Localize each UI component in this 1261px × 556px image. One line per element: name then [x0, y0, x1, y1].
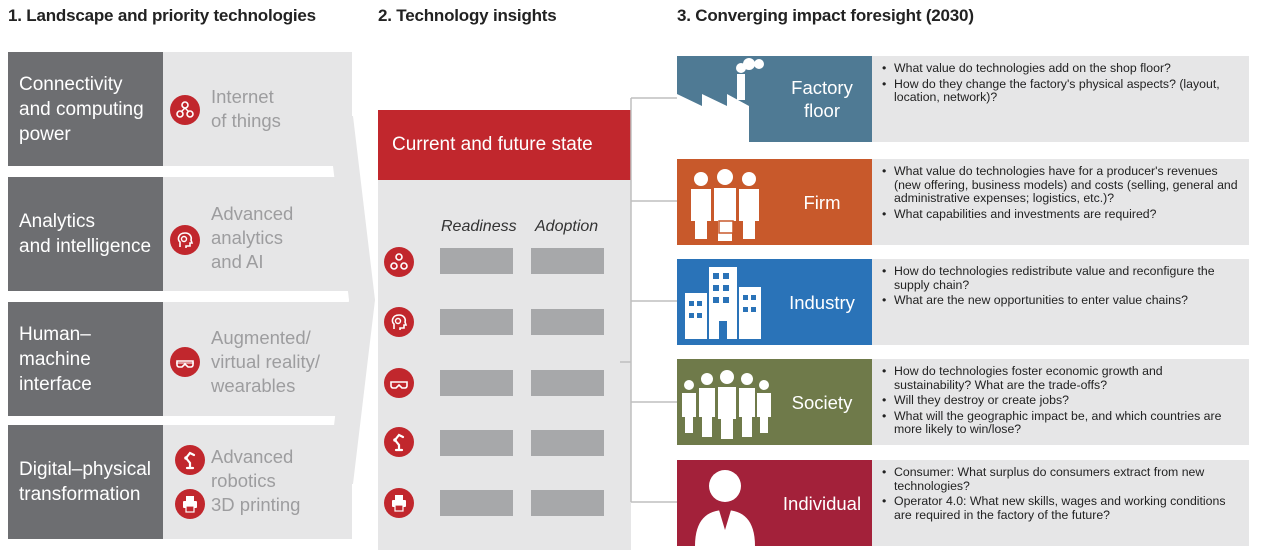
- landscape-row-analytics: Analytics and intelligence Advanced anal…: [8, 177, 352, 291]
- impact-row-factory-floor: Factory floor What value do technologies…: [677, 56, 1249, 142]
- business-people-icon: [677, 159, 872, 245]
- impact-row-firm: Firm What value do technologies have for…: [677, 159, 1249, 245]
- factory-icon: [677, 56, 872, 142]
- technology-label: Internet of things: [211, 86, 281, 131]
- impact-row-society: Society How do technologies foster econo…: [677, 359, 1249, 445]
- category-label: Connectivity and computing power: [8, 52, 163, 166]
- heading-insights: 2. Technology insights: [378, 6, 557, 25]
- crowd-icon: [677, 359, 872, 445]
- insights-panel: [378, 180, 631, 550]
- iot-icon: [170, 95, 200, 125]
- category-label: Analytics and intelligence: [8, 177, 163, 291]
- impact-label: Factory floor: [791, 77, 853, 121]
- readiness-bar: [440, 370, 513, 396]
- impact-label: Firm: [803, 191, 841, 213]
- impact-questions: How do technologies foster economic grow…: [872, 359, 1249, 445]
- technology-label: Advanced analytics and AI: [211, 203, 294, 272]
- impact-row-industry: Industry How do technologies redistribut…: [677, 259, 1249, 345]
- question-item: What value do technologies add on the sh…: [882, 61, 1241, 76]
- question-item: How do they change the factory's physica…: [882, 77, 1241, 105]
- question-item: What will the geographic impact be, and …: [882, 409, 1241, 437]
- heading-landscape: 1. Landscape and priority technologies: [8, 6, 316, 25]
- robot-arm-icon: [384, 427, 414, 457]
- ai-head-icon: [170, 225, 200, 255]
- heading-impact: 3. Converging impact foresight (2030): [677, 6, 974, 25]
- impact-questions: What value do technologies add on the sh…: [872, 56, 1249, 142]
- iot-icon: [384, 247, 414, 277]
- question-item: Operator 4.0: What new skills, wages and…: [882, 494, 1241, 522]
- adoption-header: Adoption: [535, 218, 599, 235]
- readiness-bar: [440, 309, 513, 335]
- question-item: Consumer: What surplus do consumers extr…: [882, 465, 1241, 493]
- question-item: How do technologies redistribute value a…: [882, 264, 1241, 292]
- question-item: How do technologies foster economic grow…: [882, 364, 1241, 392]
- category-label: Human– machine interface: [8, 302, 163, 416]
- insights-title: Current and future state: [378, 110, 631, 180]
- technology-box: [163, 425, 352, 539]
- category-label: Digital–physical transformation: [8, 425, 163, 539]
- connector-tree: [620, 97, 677, 503]
- impact-label: Society: [791, 391, 853, 413]
- readiness-header: Readiness: [441, 218, 517, 235]
- chevron-arrow: [327, 116, 375, 484]
- vr-glasses-icon: [384, 368, 414, 398]
- adoption-bar: [531, 430, 604, 456]
- adoption-bar: [531, 370, 604, 396]
- landscape-row-hmi: Human– machine interface Augmented/ virt…: [8, 302, 352, 416]
- printer-icon: [384, 488, 414, 518]
- printer-icon: [175, 489, 205, 519]
- adoption-bar: [531, 309, 604, 335]
- person-icon: [677, 460, 872, 546]
- readiness-bar: [440, 248, 513, 274]
- impact-questions: What value do technologies have for a pr…: [872, 159, 1249, 245]
- impact-row-individual: Individual Consumer: What surplus do con…: [677, 460, 1249, 546]
- question-item: What value do technologies have for a pr…: [882, 164, 1241, 206]
- technology-label: Advanced robotics 3D printing: [211, 446, 301, 515]
- landscape-row-digital-physical: Digital–physical transformation Advanced…: [8, 425, 352, 539]
- buildings-icon: [677, 259, 872, 345]
- readiness-bar: [440, 430, 513, 456]
- robot-arm-icon: [175, 445, 205, 475]
- question-item: What are the new opportunities to enter …: [882, 294, 1241, 308]
- readiness-bar: [440, 490, 513, 516]
- vr-glasses-icon: [170, 347, 200, 377]
- adoption-bar: [531, 248, 604, 274]
- question-item: Will they destroy or create jobs?: [882, 394, 1241, 408]
- adoption-bar: [531, 490, 604, 516]
- question-item: What capabilities and investments are re…: [882, 207, 1241, 222]
- impact-label: Individual: [782, 492, 862, 514]
- ai-head-icon: [384, 307, 414, 337]
- landscape-row-connectivity: Connectivity and computing power Interne…: [8, 52, 352, 166]
- impact-questions: Consumer: What surplus do consumers extr…: [872, 460, 1249, 546]
- impact-label: Industry: [789, 291, 855, 313]
- impact-questions: How do technologies redistribute value a…: [872, 259, 1249, 345]
- technology-label: Augmented/ virtual reality/ wearables: [211, 327, 320, 396]
